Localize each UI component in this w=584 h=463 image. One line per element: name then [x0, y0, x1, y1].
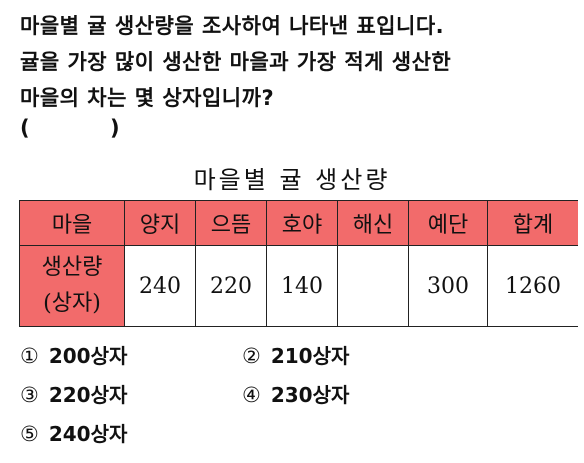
cell-yangji: 240 [124, 245, 196, 327]
row-label-line-1: 생산량 [41, 255, 103, 280]
header-yangji: 양지 [124, 200, 196, 246]
choice-4-mark: ④ [242, 383, 261, 407]
choice-3-text: 220상자 [48, 383, 128, 407]
choice-3[interactable]: ③ 220상자 [20, 379, 127, 408]
choice-1[interactable]: ① 200상자 [20, 340, 127, 369]
cell-eutteum: 220 [195, 245, 267, 327]
choice-5-text: 240상자 [48, 422, 128, 446]
header-haesin: 해신 [337, 200, 409, 246]
header-yedan: 예단 [408, 200, 488, 246]
cell-hoya: 140 [266, 245, 338, 327]
choice-1-mark: ① [20, 344, 39, 368]
production-table: 마을 양지 으뜸 호야 해신 예단 합계 생산량 (상자) 240 220 14… [19, 200, 578, 327]
choice-3-mark: ③ [20, 383, 39, 407]
choice-2-mark: ② [242, 344, 261, 368]
choice-4[interactable]: ④ 230상자 [242, 379, 349, 408]
choice-1-text: 200상자 [48, 344, 128, 368]
question-line-2: 귤을 가장 많이 생산한 마을과 가장 적게 생산한 [20, 50, 452, 74]
cell-yedan: 300 [408, 245, 488, 327]
choice-5-mark: ⑤ [20, 422, 39, 446]
table-caption: 마을별 귤 생산량 [193, 166, 391, 194]
choice-2-text: 210상자 [270, 344, 350, 368]
choice-5[interactable]: ⑤ 240상자 [20, 418, 127, 447]
row-label-line-2: (상자) [43, 291, 101, 316]
cell-haesin-blank [337, 245, 409, 327]
cell-total: 1260 [487, 245, 578, 327]
table-header-row: 마을 양지 으뜸 호야 해신 예단 합계 [19, 200, 578, 246]
row-label: 생산량 (상자) [19, 245, 125, 327]
header-eutteum: 으뜸 [195, 200, 267, 246]
header-hoya: 호야 [266, 200, 338, 246]
header-total: 합계 [487, 200, 578, 246]
choice-2[interactable]: ② 210상자 [242, 340, 349, 369]
choice-4-text: 230상자 [270, 383, 350, 407]
question-text: 마을별 귤 생산량을 조사하여 나타낸 표입니다. 귤을 가장 많이 생산한 마… [20, 8, 580, 116]
question-line-1: 마을별 귤 생산량을 조사하여 나타낸 표입니다. [20, 14, 445, 38]
answer-blank[interactable]: ( ) [20, 116, 120, 140]
header-village: 마을 [19, 200, 125, 246]
table-row: 생산량 (상자) 240 220 140 300 1260 [19, 245, 578, 327]
question-line-3: 마을의 차는 몇 상자입니까? [20, 86, 275, 110]
